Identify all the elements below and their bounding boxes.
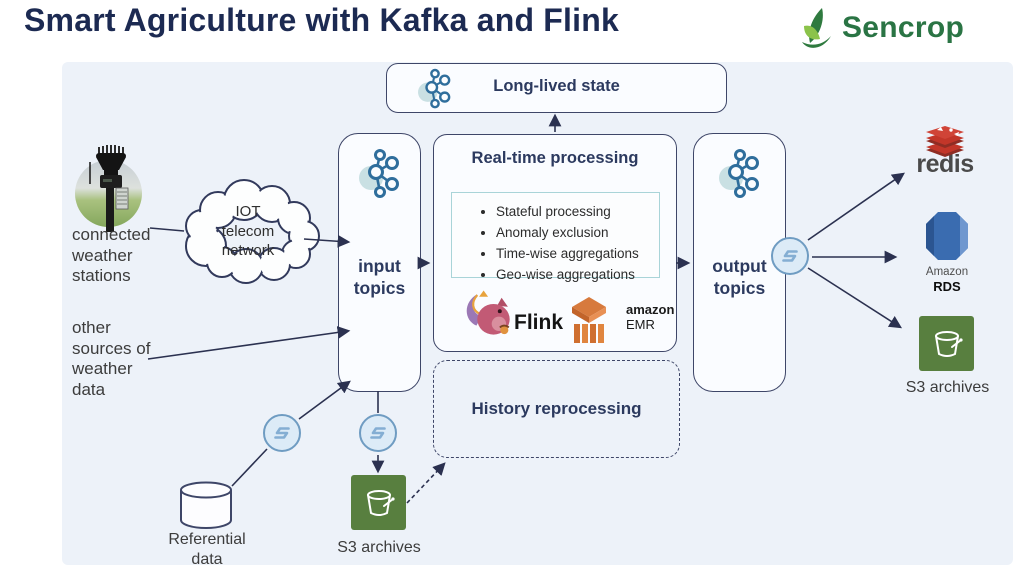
sencrop-logo: Sencrop [792,6,964,50]
emr-label-line1: amazon [626,302,675,317]
flink-squirrel-icon [466,290,510,335]
iot-cloud-label: IOT telecom network [221,203,275,259]
s3-bucket-icon [919,316,974,371]
long-lived-state-label: Long-lived state [493,77,620,95]
processing-feature-list: Stateful processing Anomaly exclusion Ti… [451,192,660,282]
history-reprocessing-box: History reprocessing [433,360,680,458]
feature-item: Anomaly exclusion [496,223,659,244]
input-topics-label: input topics [353,256,406,298]
iot-cloud: IOT telecom network [172,172,324,290]
amazon-rds-icon [926,212,968,260]
realtime-processing-title: Real-time processing [471,149,639,167]
feature-item: Time-wise aggregations [496,244,659,265]
page-title: Smart Agriculture with Kafka and Flink [24,2,619,38]
connected-weather-stations-label: connected weather stations [72,225,151,286]
rds-label-line1: Amazon [925,266,969,278]
sencrop-leaf-icon [802,8,831,48]
emr-label: amazon EMR [626,302,675,333]
referential-data-label: Referential data [168,531,246,568]
rds-label-line2: RDS [933,279,961,294]
feature-item: Geo-wise aggregations [496,265,659,286]
redis-icon [926,126,964,157]
output-topics-box: output topics [693,133,786,392]
output-topics-label: output topics [712,256,767,298]
other-sources-label: other sources of weather data [72,318,151,400]
realtime-processing-box: Real-time processing Stateful processing… [433,134,677,352]
kafka-connect-icon [771,237,809,275]
brand-name: Sencrop [842,11,965,44]
s3-bucket-icon [351,475,406,530]
emr-icon [572,297,606,343]
history-reprocessing-label: History reprocessing [471,399,642,418]
weather-station-icon [89,145,129,232]
cloud-icon [185,179,320,284]
feature-item: Stateful processing [496,202,659,223]
s3-archives-label: S3 archives [905,379,990,396]
database-cylinder-icon [180,481,232,529]
long-lived-state-box: Long-lived state [386,63,727,113]
kafka-icon [357,149,399,198]
kafka-connect-icon [263,414,301,452]
kafka-connect-icon [359,414,397,452]
emr-label-line2: EMR [626,316,655,332]
flink-label: Flink [514,311,564,334]
input-topics-box: input topics [338,133,421,392]
s3-archives-bottom-label: S3 archives [337,539,421,556]
kafka-icon [717,149,759,198]
